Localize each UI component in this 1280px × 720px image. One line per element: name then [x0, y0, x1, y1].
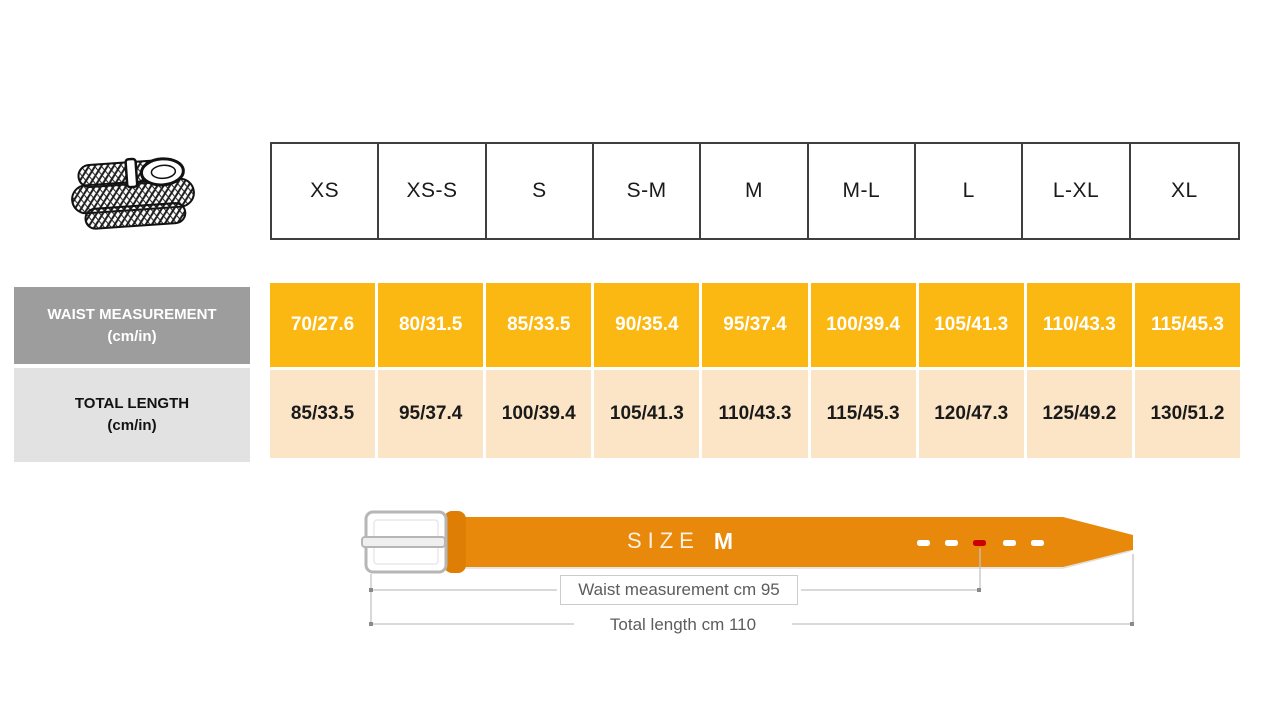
size-header-xs: XS [272, 144, 380, 238]
waist-cell: 100/39.4 [810, 283, 916, 367]
length-cell: 110/43.3 [702, 370, 808, 458]
waist-cell: 90/35.4 [594, 283, 700, 367]
size-label: XL [1170, 179, 1198, 202]
length-cell: 125/49.2 [1026, 370, 1132, 458]
buckle-prong [361, 536, 446, 548]
waist-cell: 80/31.5 [378, 283, 484, 367]
length-cell: 85/33.5 [270, 370, 376, 458]
waist-annotation-text: Waist measurement cm 95 [578, 580, 780, 599]
size-header-m: M [701, 144, 809, 238]
total-length-label: TOTAL LENGTH (cm/in) [14, 368, 250, 462]
length-annotation: Total length cm 110 [578, 612, 788, 638]
waist-cell: 70/27.6 [270, 283, 376, 367]
waist-annotation-box: Waist measurement cm 95 [560, 575, 798, 605]
waist-label-text: WAIST MEASUREMENT [47, 305, 217, 323]
size-header-xs-s: XS-S [379, 144, 487, 238]
waist-cell: 105/41.3 [918, 283, 1024, 367]
waist-cell: 95/37.4 [702, 283, 808, 367]
size-header-l-xl: L-XL [1023, 144, 1131, 238]
waist-cell: 85/33.5 [486, 283, 592, 367]
measurement-lines [370, 548, 1134, 625]
waist-cell: 110/43.3 [1026, 283, 1132, 367]
size-header-row: XS XS-S S S-M M M-L L L-XL XL [270, 142, 1240, 240]
length-annotation-text: Total length cm 110 [609, 615, 757, 634]
length-cell: 120/47.3 [918, 370, 1024, 458]
total-length-row: 85/33.5 95/37.4 100/39.4 105/41.3 110/43… [270, 370, 1240, 458]
size-value: M [713, 527, 734, 554]
braided-belt-icon [58, 146, 210, 244]
size-label: XS [310, 179, 340, 202]
belt-holes [917, 540, 1044, 546]
size-label: S-M [626, 179, 667, 202]
size-label: M [744, 179, 763, 202]
length-cell: 105/41.3 [594, 370, 700, 458]
length-cell: 100/39.4 [486, 370, 592, 458]
length-cell: 95/37.4 [378, 370, 484, 458]
size-header-s: S [487, 144, 594, 238]
length-label-text: TOTAL LENGTH [74, 395, 190, 413]
length-label-unit: (cm/in) [107, 417, 157, 434]
size-label: XS-S [406, 179, 458, 202]
size-label: L-XL [1052, 179, 1100, 202]
size-label: S [532, 179, 547, 202]
measurement-end-dots [369, 588, 1134, 626]
size-label: L [962, 179, 975, 202]
size-header-m-l: M-L [809, 144, 916, 238]
waist-measurement-label: WAIST MEASUREMENT (cm/in) [14, 287, 250, 364]
length-cell: 130/51.2 [1134, 370, 1240, 458]
waist-measurement-row: 70/27.6 80/31.5 85/33.5 90/35.4 95/37.4 … [270, 283, 1240, 367]
size-header-s-m: S-M [594, 144, 702, 238]
belt-strap [430, 517, 1133, 567]
waist-label-unit: (cm/in) [107, 327, 157, 345]
belt-diagram-illustration [361, 510, 1134, 626]
size-header-l: L [916, 144, 1024, 238]
size-header-xl: XL [1131, 144, 1238, 238]
size-word: SIZE [626, 528, 700, 553]
belt-buckle [361, 510, 448, 574]
length-cell: 115/45.3 [810, 370, 916, 458]
braided-belt-illustration [71, 157, 195, 230]
belt-keeper [444, 511, 466, 573]
waist-cell: 115/45.3 [1134, 283, 1240, 367]
size-label: M-L [842, 179, 881, 202]
belt-size-text: SIZE M [600, 527, 760, 555]
belt-shadow [430, 550, 1131, 569]
selected-hole [973, 540, 986, 546]
